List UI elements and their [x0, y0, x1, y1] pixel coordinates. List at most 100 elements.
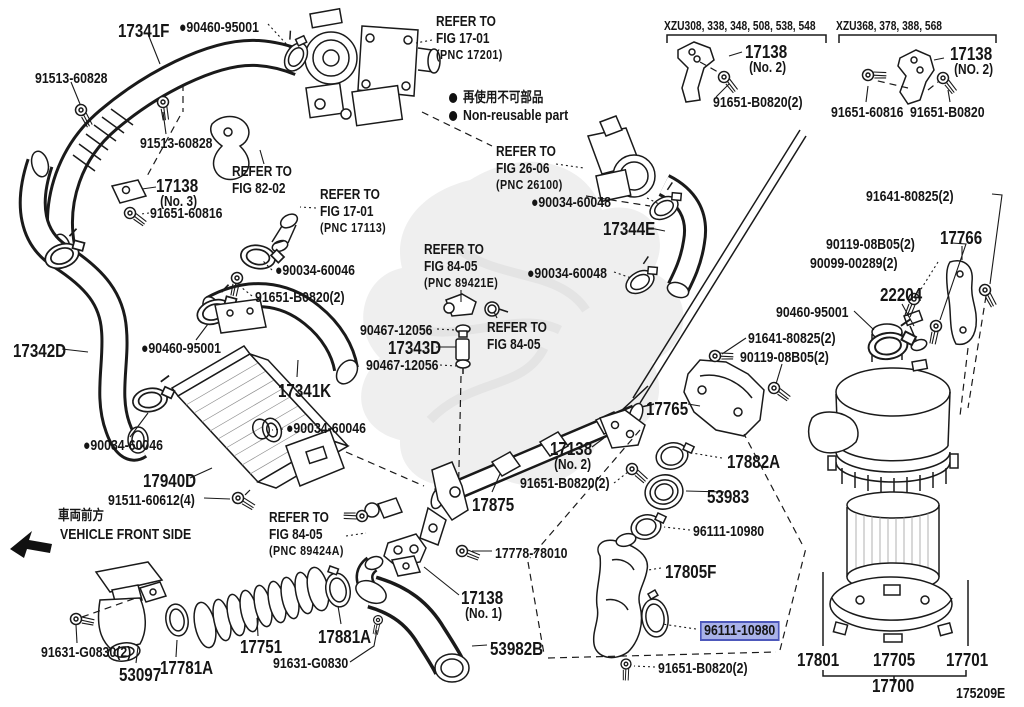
part-label: 17701 — [946, 649, 989, 670]
clamp-17881a — [324, 565, 386, 637]
part-label: 91651-B0820(2) — [713, 94, 803, 111]
hose-17341k — [128, 232, 359, 416]
part-label: 17700 — [872, 675, 915, 696]
variant-group-xzu368 — [838, 34, 997, 105]
variant-group-xzu308 — [666, 34, 827, 103]
seal-17781a — [165, 603, 189, 637]
air-duct-53097 — [68, 561, 168, 662]
part-label: 17705 — [873, 649, 916, 670]
part-label: 91651-B0820(2) — [658, 660, 748, 677]
part-label: 17881A — [318, 626, 372, 647]
hose-53983 — [644, 474, 684, 510]
legend-nonreusable-jp: 再使用不可部品 — [449, 90, 543, 105]
legend-nonreusable-en: Non-reusable part — [449, 108, 568, 124]
variant-header-xzu368: XZU368, 378, 388, 568 — [836, 19, 942, 33]
part-label: 17138(NO. 2) — [950, 43, 994, 79]
throttle-body — [586, 115, 656, 203]
part-label: 53983 — [707, 486, 750, 507]
part-label: 91651-B0820(2) — [520, 475, 610, 492]
part-label: ●90460-95001 — [179, 19, 259, 36]
elbow-17805f — [592, 532, 669, 683]
clamp-17882a — [655, 442, 696, 470]
part-label: 90460-95001 — [776, 304, 849, 321]
part-label: 90099-00289(2) — [810, 255, 898, 272]
part-label: ●90034-60046 — [286, 420, 366, 437]
part-label: 53097 — [119, 664, 162, 685]
part-label: 90119-08B05(2) — [826, 236, 915, 253]
part-label: 90119-08B05(2) — [740, 349, 829, 366]
part-label: 90467-12056 — [360, 322, 433, 339]
part-label: 17138(No. 3) — [156, 175, 199, 211]
part-label: 17875 — [472, 494, 515, 515]
part-label: 90467-12056 — [366, 357, 439, 374]
part-label: 17138(No. 1) — [461, 587, 504, 623]
part-label: 17882A — [727, 451, 781, 472]
part-label: 17801 — [797, 649, 840, 670]
part-label: 91513-60828 — [140, 135, 213, 152]
intercooler-17940d — [170, 345, 425, 511]
corrugated-hose-17751 — [193, 566, 330, 649]
hose-53982b — [355, 533, 470, 683]
part-label: 91631-G0830(2) — [41, 644, 132, 661]
bracket-17766 — [945, 260, 978, 346]
bracket-82-02 — [210, 115, 250, 181]
dashed-lines — [145, 84, 807, 659]
bullet-icon — [449, 111, 458, 121]
leader-lines — [61, 23, 1003, 668]
part-label: 17781A — [160, 657, 214, 678]
hose-stub-17113 — [271, 213, 299, 253]
part-label: 17341F — [118, 20, 170, 41]
part-label: ●90034-60048 — [531, 194, 611, 211]
part-label: 17765 — [646, 398, 689, 419]
footer-bracket — [822, 670, 967, 683]
part-label: 91511-60612(4) — [108, 492, 195, 509]
front-side-jp: 車両前方 — [58, 507, 104, 523]
clamp-96111-upper — [630, 512, 668, 540]
part-label: 96111-10980 — [693, 523, 765, 540]
part-label: 17343D — [388, 337, 442, 358]
part-label: 17940D — [143, 470, 197, 491]
part-label: 17778-78010 — [495, 545, 568, 562]
part-label: 17342D — [13, 340, 67, 361]
part-label: ●90034-60046 — [275, 262, 355, 279]
part-label: ●90034-60046 — [83, 437, 163, 454]
part-label: 17138(No. 2) — [550, 438, 593, 474]
part-label: 53982B — [490, 638, 544, 659]
air-cleaner-assembly — [807, 317, 969, 646]
front-side-arrow — [10, 531, 52, 558]
turbo-assembly — [304, 7, 441, 127]
part-label: 91651-60816 — [150, 205, 223, 222]
hose-17344e — [617, 174, 708, 299]
part-label: 91641-80825(2) — [866, 188, 954, 205]
part-label-highlighted[interactable]: 96111-10980 — [700, 621, 780, 641]
variant-header-xzu308: XZU308, 338, 348, 508, 538, 548 — [664, 19, 816, 33]
part-label: 17138(No. 2) — [745, 41, 788, 77]
part-label: 22204 — [880, 284, 923, 305]
hose-17342d — [18, 150, 149, 462]
part-label: 17341K — [278, 380, 332, 401]
part-label: ●90034-60048 — [527, 265, 607, 282]
bullet-icon — [449, 93, 458, 103]
part-label: 17344E — [603, 218, 656, 239]
part-label: 91513-60828 — [35, 70, 108, 87]
diagram-code: 175209E — [956, 685, 1006, 702]
part-label: 91651-B0820 — [910, 104, 985, 121]
watermark — [361, 161, 684, 486]
part-label: ●90460-95001 — [141, 340, 221, 357]
part-label: 17751 — [240, 636, 283, 657]
part-label: 17805F — [665, 561, 717, 582]
bracket-17765 — [683, 343, 794, 437]
pipe-17875 — [341, 402, 652, 561]
part-label: 91631-G0830 — [273, 655, 349, 672]
bracket-17138-no3 — [110, 179, 150, 228]
front-side-en: VEHICLE FRONT SIDE — [60, 526, 192, 543]
part-label: 91651-60816 — [831, 104, 904, 121]
